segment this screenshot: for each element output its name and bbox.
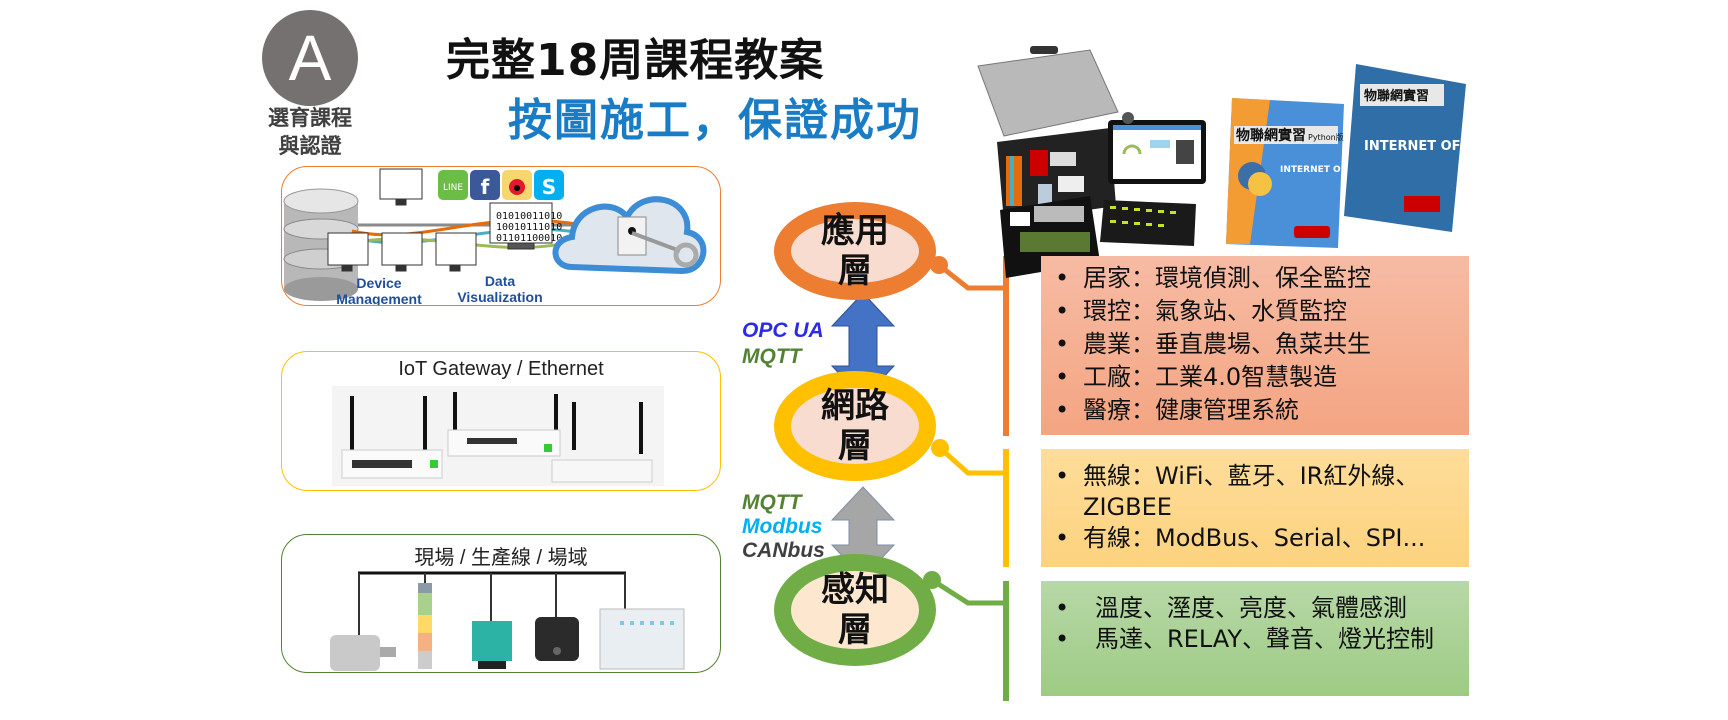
list-item: 工廠：工業4.0智慧製造 <box>1055 361 1455 394</box>
perception-panel-caption: 現場 / 生產線 / 場域 <box>414 547 588 569</box>
gateway-devices-illustration <box>332 386 664 486</box>
keyboard-icon <box>1100 200 1196 246</box>
svg-text:物聯網實習: 物聯網實習 <box>1364 88 1429 104</box>
tablet-icon <box>1108 112 1206 184</box>
svg-text:S: S <box>542 175 556 199</box>
badge-label-line1: 選育課程 <box>268 106 352 130</box>
motor-icon <box>330 635 396 671</box>
subtitle: 按圖施工，保證成功 <box>508 95 922 146</box>
svg-text:INTERNET OF THINGS: INTERNET OF THINGS <box>1364 139 1521 154</box>
sensor-icon <box>472 621 512 669</box>
inclinometer-icon <box>535 617 579 661</box>
protocol-opcua: OPC UA <box>742 319 824 342</box>
list-item: 溫度、溼度、亮度、氣體感測 <box>1055 593 1455 624</box>
antenna-icon <box>350 392 643 476</box>
gateway-device-icon <box>341 429 653 483</box>
cloud-lock-icon <box>552 196 707 275</box>
protocol-mqtt-lower: MQTT <box>742 491 802 514</box>
svg-text:01101100010: 01101100010 <box>496 233 562 244</box>
svg-text:Visualization: Visualization <box>457 289 542 305</box>
section-badge: A <box>262 10 358 106</box>
python-book-icon: 物聯網實習 Python版 INTERNET OF THINGS <box>1226 98 1388 248</box>
skype-icon <box>534 170 564 200</box>
list-item: 無線：WiFi、藍牙、IR紅外線、ZIGBEE <box>1055 461 1455 523</box>
list-item: 有線：ModBus、Serial、SPI... <box>1055 523 1455 554</box>
layer-network-line2: 層 <box>838 426 872 466</box>
list-item: 馬達、RELAY、聲音、燈光控制 <box>1055 624 1455 655</box>
bracket-application <box>1003 256 1009 436</box>
monitor-icon <box>327 168 553 272</box>
layer-perception-line2: 層 <box>838 610 872 650</box>
list-item: 醫療：健康管理系統 <box>1055 394 1455 427</box>
application-panel: 01010011010 10010111010 01101100010 LINE… <box>281 166 721 306</box>
field-devices-illustration <box>330 571 685 671</box>
protocol-canbus: CANbus <box>742 539 825 562</box>
cloud-data-illustration: 01010011010 10010111010 01101100010 LINE… <box>283 168 707 306</box>
svg-text:Python版: Python版 <box>1308 132 1344 142</box>
svg-text:INTERNET OF THINGS: INTERNET OF THINGS <box>1280 165 1388 175</box>
facebook-icon <box>470 170 500 200</box>
layer-network-line1: 網路 <box>821 386 889 426</box>
signal-tower-icon <box>418 583 432 669</box>
bracket-perception <box>1003 581 1009 701</box>
main-title: 完整18周課程教案 <box>446 35 825 86</box>
list-item: 農業：垂直農場、魚菜共生 <box>1055 328 1455 361</box>
svg-text:01010011010: 01010011010 <box>496 211 562 222</box>
bracket-network <box>1003 449 1009 567</box>
protocol-mqtt-upper: MQTT <box>742 345 802 368</box>
protocol-modbus: Modbus <box>742 515 823 538</box>
network-panel: IoT Gateway / Ethernet <box>281 351 721 491</box>
svg-text:f: f <box>481 175 490 199</box>
svg-text:Management: Management <box>336 291 422 306</box>
network-panel-caption: IoT Gateway / Ethernet <box>398 358 604 380</box>
line-app-icon <box>438 170 468 200</box>
layer-application: 應用層 <box>774 202 936 300</box>
svg-text:Data: Data <box>485 273 516 289</box>
iot-book-icon: 物聯網實習 INTERNET OF THINGS <box>1344 64 1521 232</box>
badge-label-line2: 與認證 <box>278 134 342 158</box>
io-module-icon <box>599 608 685 670</box>
badge-label: 選育課程 與認證 <box>250 104 370 160</box>
layer-application-line1: 應用 <box>821 211 889 251</box>
svg-text:LINE: LINE <box>443 183 463 193</box>
layer-perception-line1: 感知 <box>821 570 889 610</box>
svg-text:Device: Device <box>356 275 401 291</box>
list-item: 環控：氣象站、水質監控 <box>1055 295 1455 328</box>
layer-application-line2: 層 <box>838 251 872 291</box>
svg-text:10010111010: 10010111010 <box>496 222 562 233</box>
application-scenarios-box: 居家：環境偵測、保全監控 環控：氣象站、水質監控 農業：垂直農場、魚菜共生 工廠… <box>1041 256 1469 435</box>
network-protocols-box: 無線：WiFi、藍牙、IR紅外線、ZIGBEE 有線：ModBus、Serial… <box>1041 449 1469 567</box>
perception-sensors-box: 溫度、溼度、亮度、氣體感測 馬達、RELAY、聲音、燈光控制 <box>1041 581 1469 696</box>
list-item: 居家：環境偵測、保全監控 <box>1055 262 1455 295</box>
perception-panel: 現場 / 生產線 / 場域 <box>281 534 721 673</box>
briefcase-icon <box>977 46 1119 222</box>
svg-text:物聯網實習: 物聯網實習 <box>1236 127 1306 144</box>
